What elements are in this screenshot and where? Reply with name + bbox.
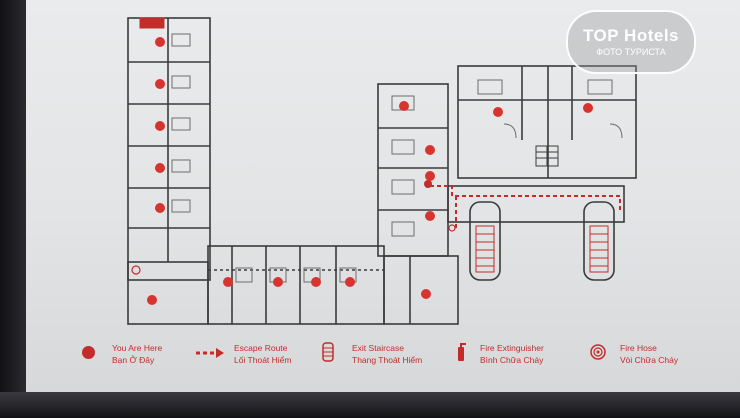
stair-tower-outline <box>583 201 615 281</box>
fire-hose-icon <box>590 344 606 360</box>
you-are-here-marker <box>424 180 432 188</box>
legend-label-en: Escape Route <box>234 343 288 353</box>
escape-route-path <box>430 185 621 228</box>
room-outline <box>383 255 459 325</box>
legend-item-exit-staircase: Exit Staircase Thang Thoát Hiểm <box>322 342 442 378</box>
left-wing-outline <box>127 17 211 281</box>
stair-tower-outline <box>469 201 501 281</box>
legend-label-en: Fire Extinguisher <box>480 343 544 353</box>
watermark-brand: TOP Hotels <box>582 26 679 45</box>
watermark-tagline: ФОТО ТУРИСТА <box>596 47 666 57</box>
fire-extinguisher-icon <box>458 343 466 361</box>
legend-label-vi: Bình Chữa Cháy <box>480 355 544 365</box>
top-exit-marker <box>139 17 165 29</box>
legend-label-en: Exit Staircase <box>352 343 404 353</box>
legend-label-vi: Lối Thoát Hiểm <box>234 355 292 365</box>
legend-item-fire-extinguisher: Fire Extinguisher Bình Chữa Cháy <box>454 342 574 378</box>
room-markers <box>147 37 593 305</box>
you-are-here-icon <box>82 346 95 359</box>
legend-label-vi: Bạn Ở Đây <box>112 355 155 365</box>
legend-item-you-are-here: You Are Here Bạn Ở Đây <box>78 342 198 378</box>
exit-staircase-icon <box>322 342 334 362</box>
corridor-outline <box>447 185 625 223</box>
legend-item-fire-hose: Fire Hose Vòi Chữa Cháy <box>590 342 710 378</box>
right-block-outline <box>457 65 637 179</box>
legend: You Are Here Bạn Ở Đây Escape Route Lối … <box>0 342 740 382</box>
bottom-wing-outline <box>207 245 385 325</box>
legend-label-vi: Thang Thoát Hiểm <box>352 355 423 365</box>
legend-label-vi: Vòi Chữa Cháy <box>620 355 679 365</box>
wall-frame-left <box>0 0 26 418</box>
wall-frame-bottom <box>0 392 740 418</box>
watermark-badge: TOP Hotels ФОТО ТУРИСТА <box>566 10 696 74</box>
floor-plan <box>127 17 637 325</box>
legend-label-en: You Are Here <box>112 343 163 353</box>
legend-label-en: Fire Hose <box>620 343 657 353</box>
escape-route-arrow-icon <box>196 348 224 358</box>
legend-item-escape-route: Escape Route Lối Thoát Hiểm <box>196 342 316 378</box>
